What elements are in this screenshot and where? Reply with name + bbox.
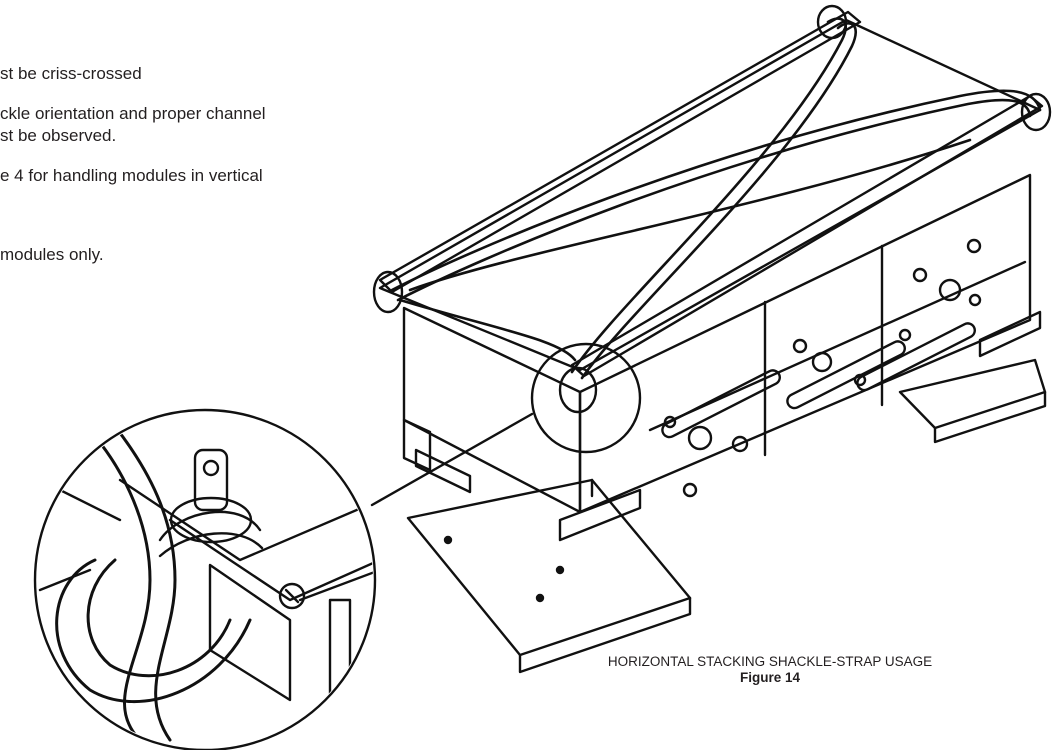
note-line: ckle orientation and proper channel (0, 104, 266, 123)
module-box (378, 10, 1044, 542)
shackle-detail-magnified (33, 408, 377, 750)
note-line: st be criss-crossed (0, 64, 142, 83)
figure-caption: HORIZONTAL STACKING SHACKLE-STRAP USAGE … (600, 654, 940, 686)
shackles (372, 4, 1052, 414)
detail-callout-circle (530, 342, 642, 454)
figure-title: HORIZONTAL STACKING SHACKLE-STRAP USAGE (607, 654, 933, 669)
figure-number: Figure 14 (739, 670, 801, 685)
base-skid (406, 358, 1047, 674)
shackle-straps (390, 17, 1042, 380)
note-line: modules only. (0, 245, 104, 264)
callout-leader-line (370, 412, 534, 507)
note-line: e 4 for handling modules in vertical (0, 166, 263, 185)
note-line: st be observed. (0, 126, 117, 145)
